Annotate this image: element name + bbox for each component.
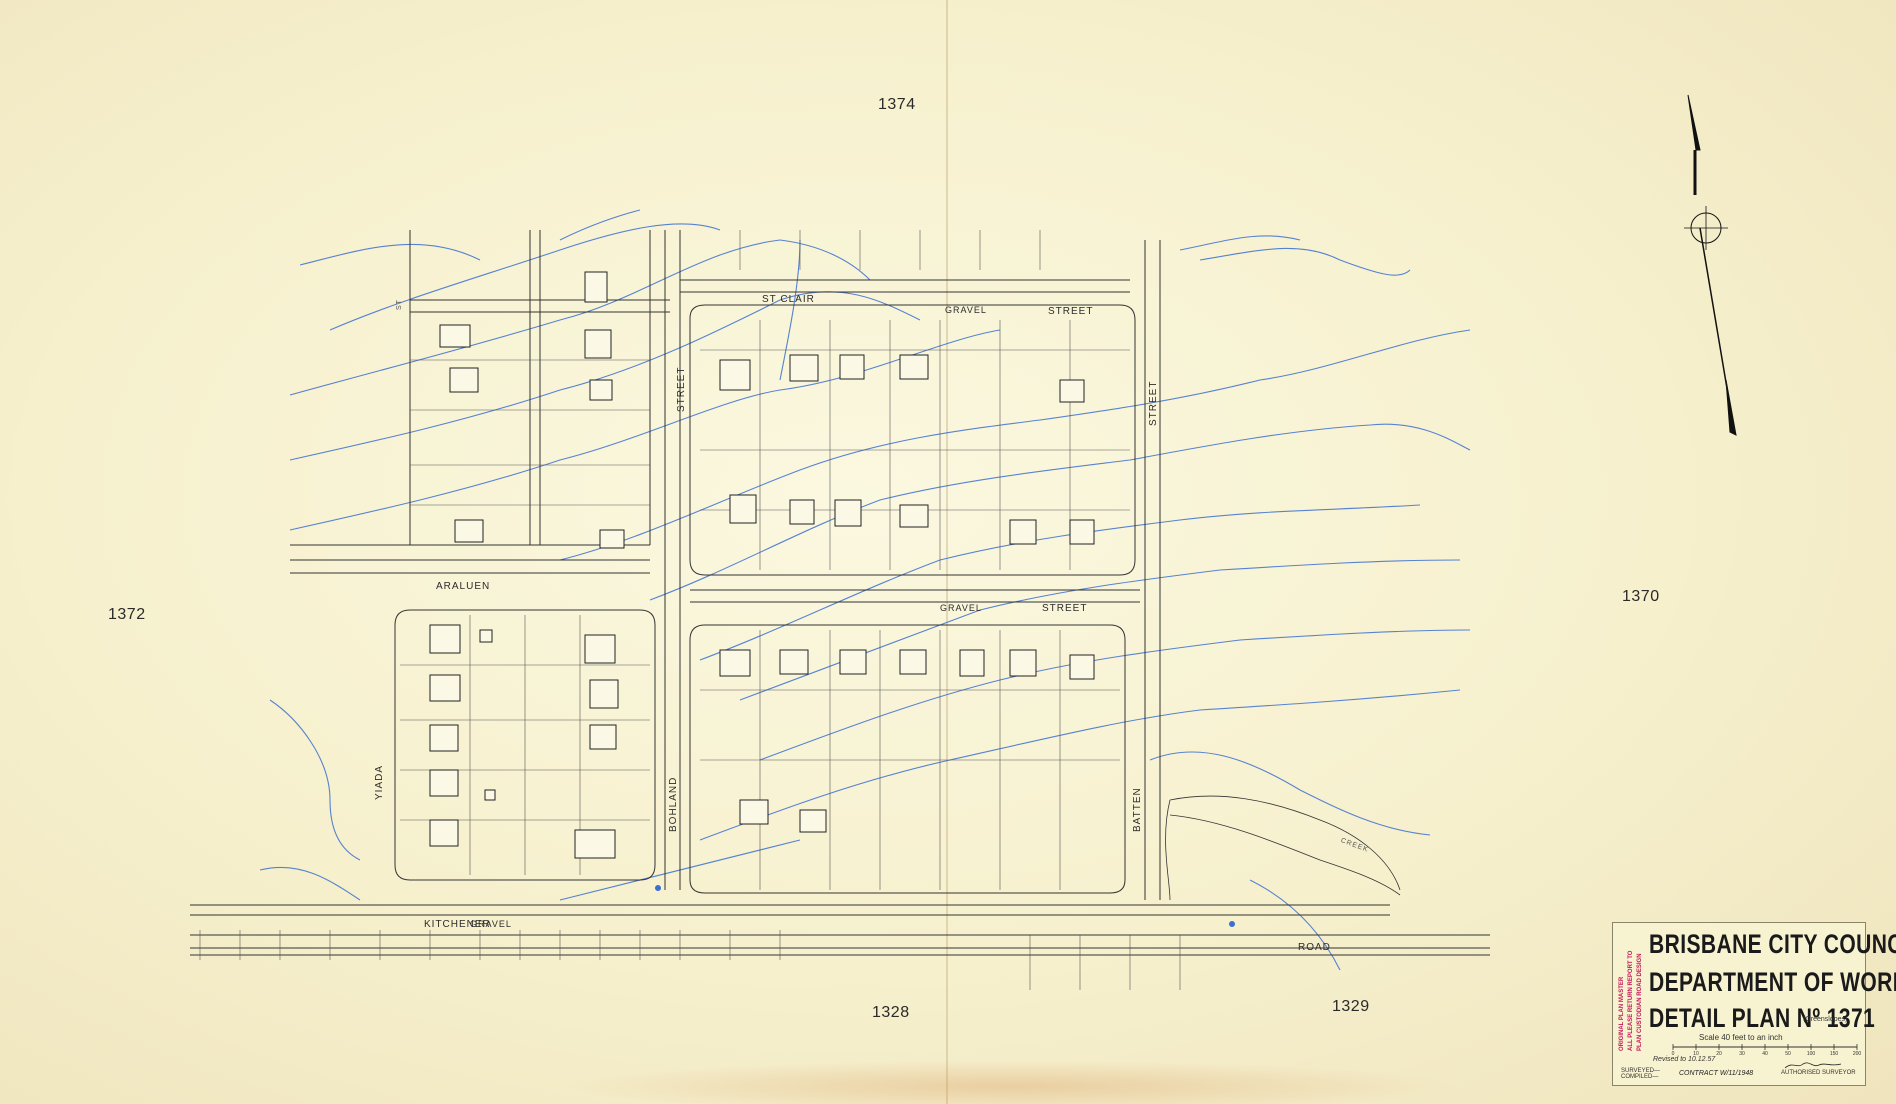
scale-tick-label: 40 — [1762, 1051, 1768, 1055]
stamp-line-1: ORIGINAL PLAN MASTER — [1619, 976, 1625, 1051]
surveyor-signature — [1784, 1062, 1842, 1069]
surveyed-label: SURVEYED— — [1621, 1068, 1660, 1074]
scale-tick-label: 20 — [1716, 1051, 1722, 1055]
street-label-gravel-1: GRAVEL — [945, 305, 987, 315]
paper-stain — [560, 1060, 1460, 1104]
adjacent-sheet-north: 1374 — [878, 96, 916, 113]
scale-tick-label: 30 — [1739, 1051, 1745, 1055]
stamp-line-3: PLAN CUSTODIAN ROAD DESIGN — [1637, 953, 1643, 1051]
scale-tick-label: 100 — [1807, 1051, 1816, 1055]
adjacent-sheet-west: 1372 — [108, 606, 146, 623]
scale-tick-label: 10 — [1693, 1051, 1699, 1055]
survey-marks — [655, 885, 1235, 927]
custodian-stamp: ORIGINAL PLAN MASTER ALL PLEASE RETURN R… — [1617, 943, 1647, 1053]
stamp-line-2: ALL PLEASE RETURN REPORT TO — [1628, 950, 1634, 1051]
street-label-st-clair-street: STREET — [1048, 306, 1094, 317]
adjacent-sheet-east: 1370 — [1622, 588, 1660, 605]
plan-number: DETAIL PLAN Nº 1371 — [1649, 1003, 1876, 1033]
surveyed-compiled: SURVEYED— COMPILED— — [1621, 1068, 1660, 1080]
street-label-araluen: ARALUEN — [436, 581, 491, 592]
adjacent-sheet-south-left: 1328 — [872, 1004, 910, 1021]
title-block: ORIGINAL PLAN MASTER ALL PLEASE RETURN R… — [1612, 922, 1896, 1086]
street-label-yiada: YIADA — [374, 764, 385, 800]
scale-tick-label: 200 — [1853, 1051, 1861, 1055]
scale-tick-label: 50 — [1785, 1051, 1791, 1055]
department-name: DEPARTMENT OF WORKS — [1649, 967, 1896, 997]
buildings — [429, 271, 1095, 859]
sheet-fold — [946, 0, 948, 1104]
scale-text: Scale 40 feet to an inch — [1699, 1033, 1783, 1042]
street-label-gravel-2: GRAVEL — [940, 603, 982, 613]
scale-tick-label: 0 — [1672, 1051, 1675, 1055]
street-label-bohland: BOHLAND — [668, 776, 679, 832]
street-label-right-vertical-street: STREET — [1148, 380, 1159, 426]
scale-bar: 0 10 20 30 40 50 100 150 200 — [1672, 1044, 1861, 1055]
street-label-middle-street: STREET — [1042, 603, 1088, 614]
compiled-label: COMPILED— — [1621, 1074, 1659, 1080]
adjacent-sheet-south-right: 1329 — [1332, 998, 1370, 1015]
street-label-gravel-3: GRAVEL — [470, 919, 512, 929]
creek — [1165, 795, 1401, 901]
scale-tick-label: 150 — [1830, 1051, 1839, 1055]
street-label-kitchener: KITCHENER — [424, 919, 491, 930]
council-name: BRISBANE CITY COUNCIL — [1649, 929, 1896, 959]
road-outlines — [190, 230, 1490, 956]
street-label-st-clair: ST CLAIR — [762, 294, 815, 305]
north-arrow-icon — [1684, 94, 1737, 436]
street-label-road: ROAD — [1298, 942, 1331, 953]
suburb-label: (Greenslopes) — [1803, 1016, 1848, 1023]
revision-note: Revised to 10.12.57 — [1653, 1056, 1716, 1063]
street-label-left-vertical-street: STREET — [676, 366, 687, 412]
authorised-surveyor-label: AUTHORISED SURVEYOR — [1781, 1070, 1856, 1076]
street-label-batten: BATTEN — [1132, 787, 1143, 832]
contract-number: CONTRACT W/11/1948 — [1679, 1070, 1754, 1077]
street-label-st: ST — [396, 299, 403, 310]
lot-lines — [199, 230, 1181, 990]
